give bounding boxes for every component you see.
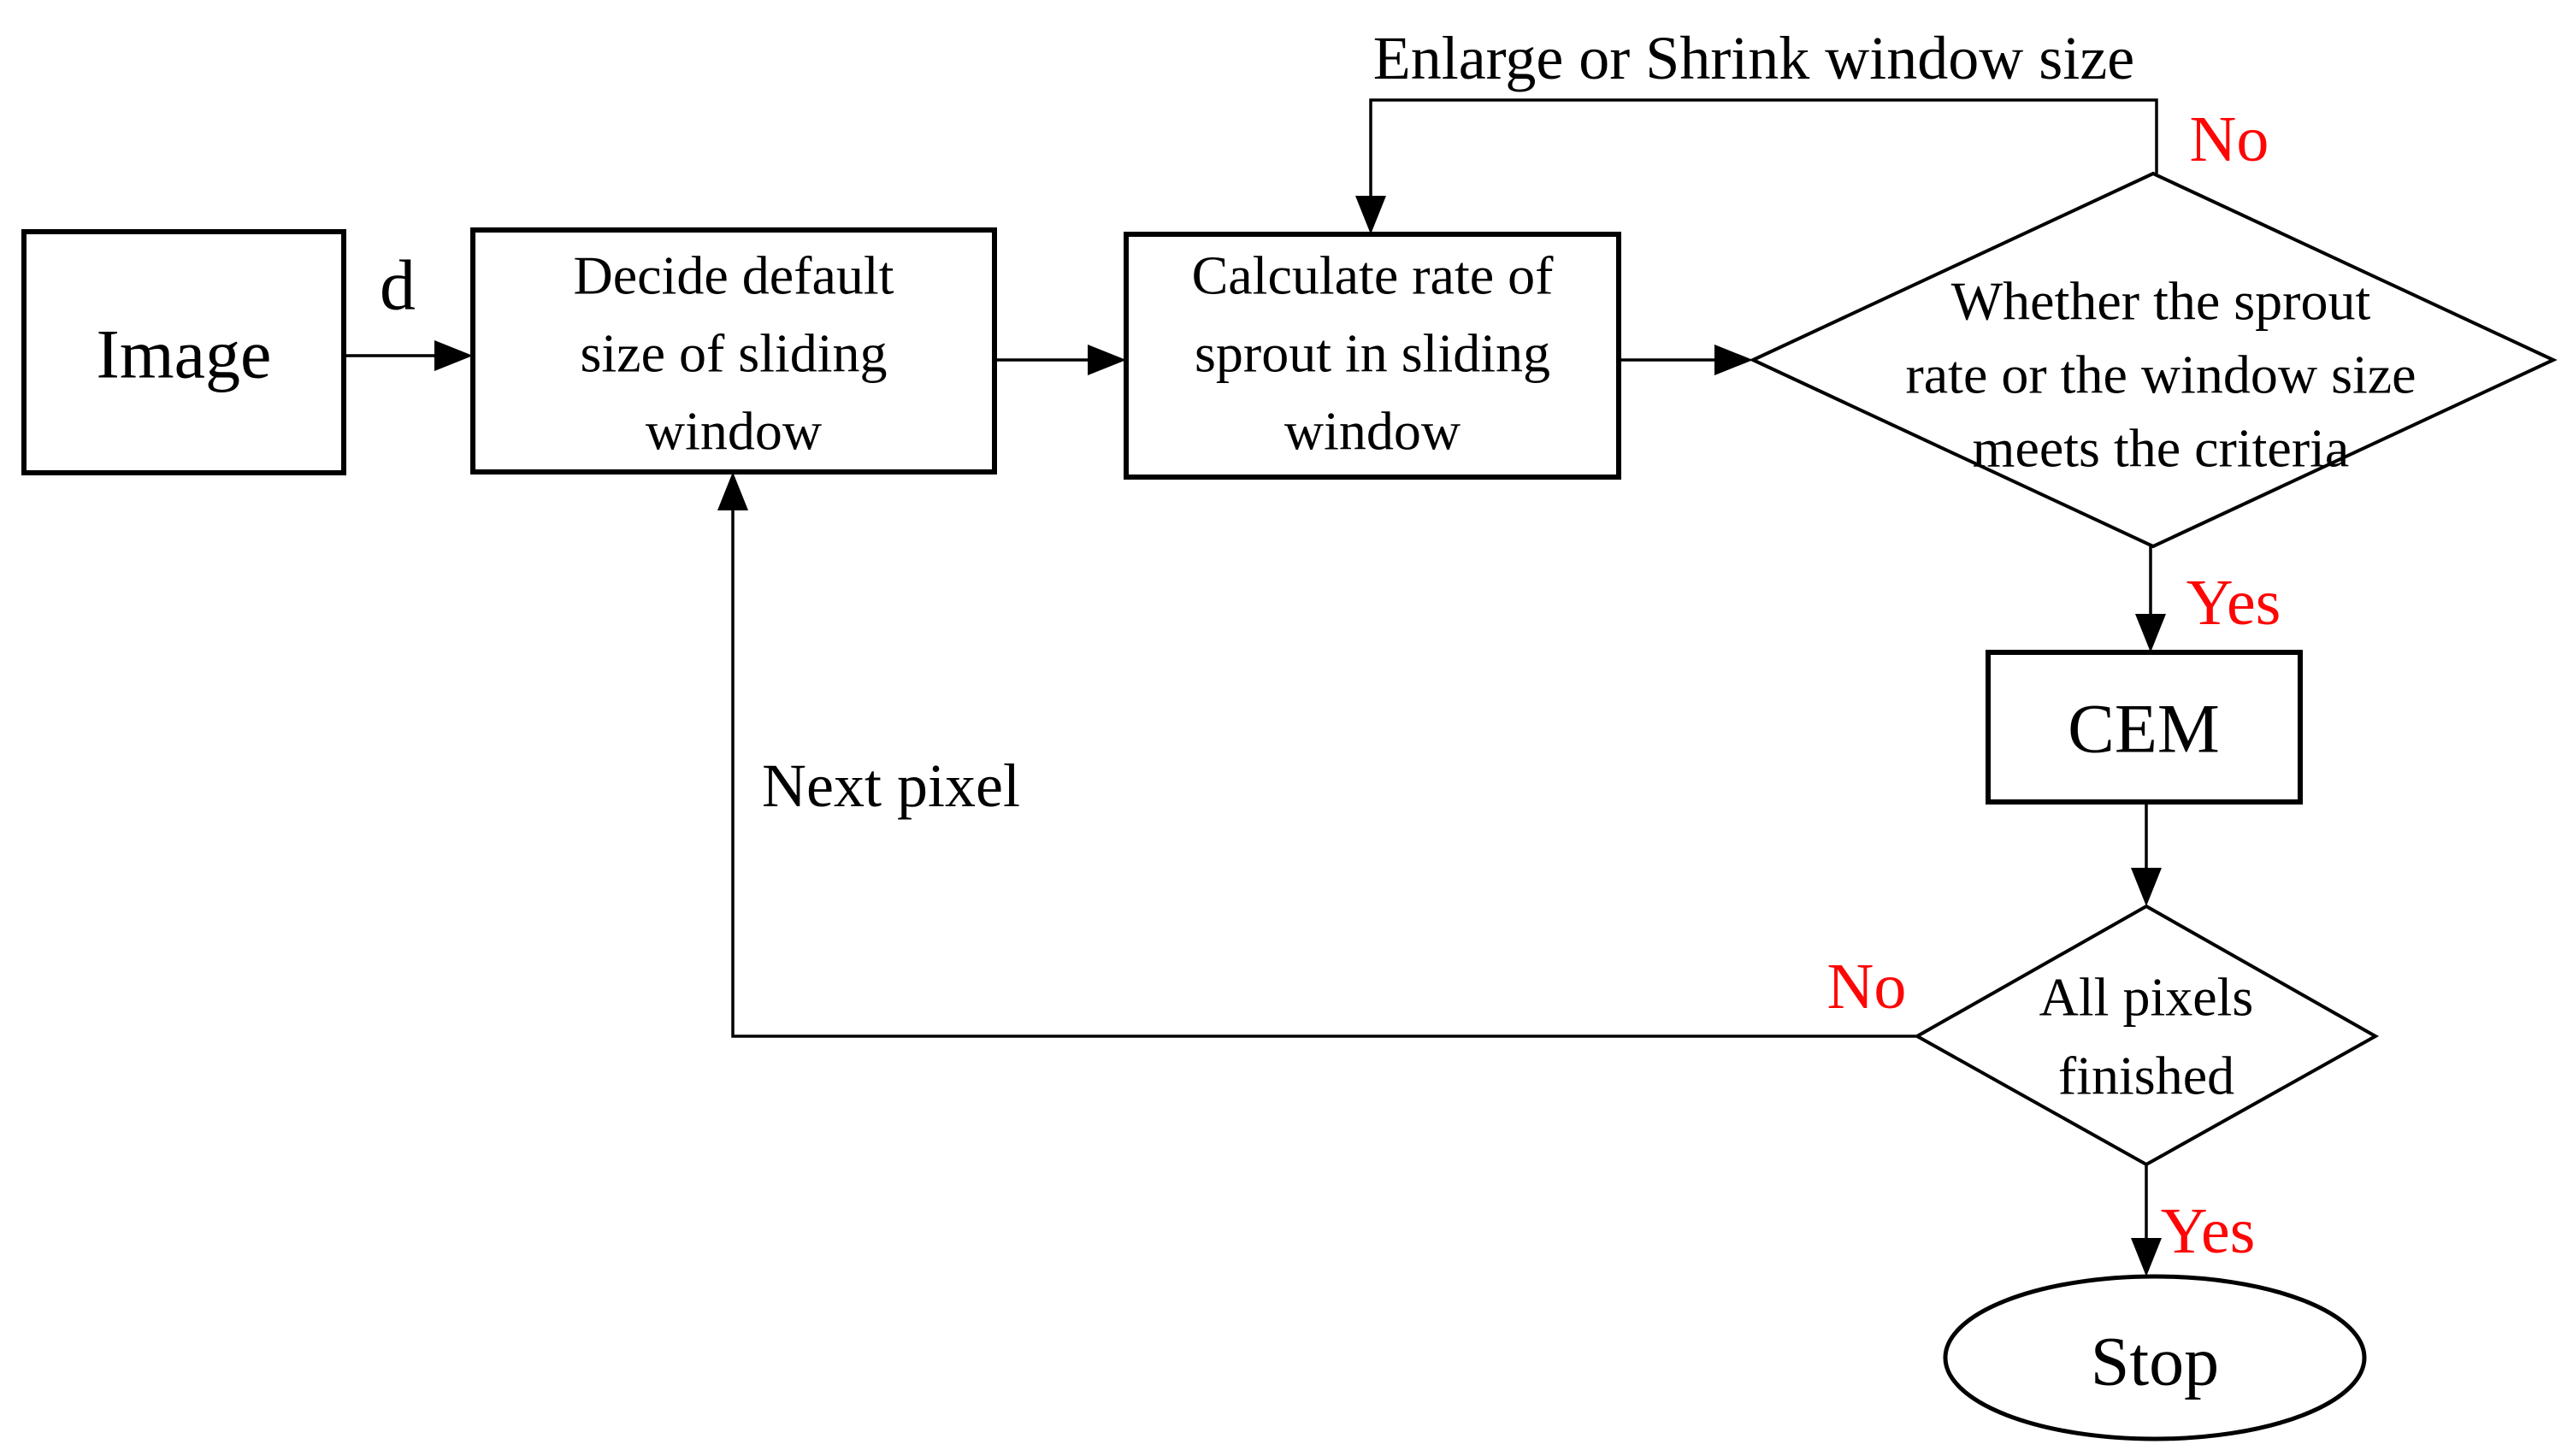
arrowhead-criteria-to-cem — [2135, 614, 2166, 652]
edge-label-enlarge-loop: Enlarge or Shrink window size — [1373, 24, 2135, 92]
criteria-decision-line3: meets the criteria — [1973, 418, 2350, 479]
decide-node-box — [470, 227, 997, 475]
decide-node-line1: Decide default — [574, 245, 894, 306]
calculate-node-line3: window — [1284, 401, 1461, 462]
image-node-label: Image — [97, 315, 272, 393]
decide-node-line2: size of sliding — [580, 323, 887, 384]
criteria-decision-line1: Whether the sprout — [1951, 271, 2371, 332]
arrowhead-cem-to-all-pixels — [2131, 868, 2162, 906]
edge-label-d: d — [380, 246, 416, 326]
all-pixels-decision-diamond — [1913, 904, 2380, 1167]
calculate-node-line1: Calculate rate of — [1192, 245, 1555, 306]
decide-node-line3: window — [646, 401, 822, 462]
branch-label-yes-all-pixels: Yes — [2161, 1195, 2256, 1267]
branch-label-yes-criteria: Yes — [2186, 567, 2281, 639]
all-pixels-line2: finished — [2058, 1046, 2234, 1106]
image-node-box — [21, 229, 346, 475]
calculate-node-line2: sprout in sliding — [1195, 323, 1550, 384]
arrowhead-all-pixels-to-stop — [2131, 1238, 2162, 1276]
return-all-pixels-no-to-decide — [731, 507, 1917, 1038]
edge-label-next-pixel: Next pixel — [762, 752, 1020, 820]
arrowhead-calculate-to-criteria — [1714, 345, 1753, 375]
cem-node-label: CEM — [2068, 690, 2220, 768]
calculate-node-box — [1124, 232, 1621, 480]
criteria-decision-diamond — [1749, 171, 2558, 549]
criteria-decision-line2: rate or the window size — [1905, 345, 2416, 405]
arrowhead-decide-to-calculate — [1088, 345, 1126, 375]
arrowhead-return-to-decide — [717, 472, 748, 510]
all-pixels-line1: All pixels — [2039, 967, 2254, 1028]
stop-terminator-ellipse — [1943, 1274, 2367, 1441]
loop-criteria-no-to-calculate — [1369, 98, 2158, 199]
cem-node-box — [1986, 650, 2303, 805]
stop-node-label: Stop — [2091, 1323, 2219, 1400]
arrowhead-loop-to-calculate — [1355, 196, 1386, 234]
branch-label-no-criteria: No — [2190, 103, 2269, 175]
arrowhead-image-to-decide — [434, 340, 473, 371]
branch-label-no-all-pixels: No — [1827, 951, 1907, 1023]
